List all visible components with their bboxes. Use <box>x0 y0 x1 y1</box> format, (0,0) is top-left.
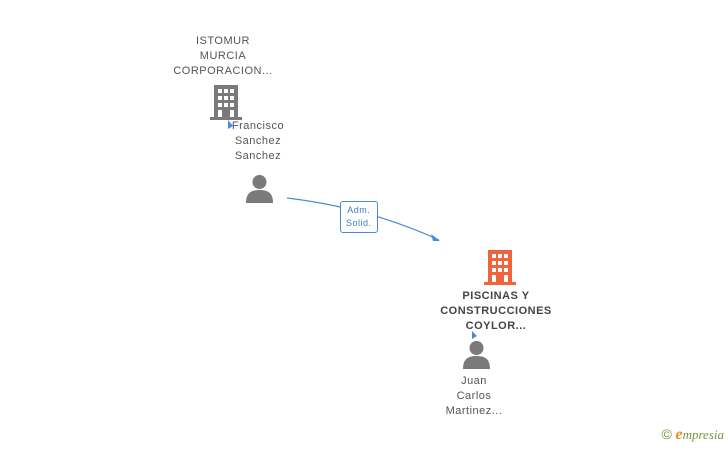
brand-name: mpresia <box>682 427 724 442</box>
label-line: ISTOMUR <box>195 35 251 47</box>
label-line: MURCIA <box>199 50 247 62</box>
label-line: Juan <box>461 375 487 387</box>
edge-arrowhead <box>431 234 440 241</box>
edge-label-line: Adm. <box>347 205 371 215</box>
brand-logo[interactable]: © empresia <box>662 426 724 444</box>
edge-arrowhead-piscinas <box>472 331 477 339</box>
label-line: CONSTRUCCIONES <box>440 305 552 317</box>
label-line: PISCINAS Y <box>462 290 530 302</box>
label-line: Carlos <box>456 390 492 402</box>
brand-initial: e <box>675 426 683 443</box>
edge-label-adm-solid[interactable]: Adm. Solid. <box>340 201 378 233</box>
label-line: Martinez... <box>445 405 503 417</box>
node-label-juan[interactable]: Juan Carlos Martinez... <box>434 374 514 419</box>
person-icon[interactable] <box>462 340 491 369</box>
node-label-istomur[interactable]: ISTOMUR MURCIA CORPORACION... <box>168 34 278 79</box>
copyright-icon: © <box>661 426 672 442</box>
label-line: Sanchez <box>234 150 282 162</box>
label-line: Francisco <box>231 120 285 132</box>
edge-arrowhead-istomur <box>228 120 233 129</box>
node-label-francisco[interactable]: Francisco Sanchez Sanchez <box>218 119 298 164</box>
person-icon[interactable] <box>245 174 274 203</box>
label-line: CORPORACION... <box>173 65 273 77</box>
building-icon[interactable] <box>209 84 243 120</box>
label-line: COYLOR... <box>465 320 527 332</box>
building-icon-highlight[interactable] <box>483 249 517 285</box>
label-line: Sanchez <box>234 135 282 147</box>
edge-label-line: Solid. <box>346 218 372 228</box>
node-label-piscinas[interactable]: PISCINAS Y CONSTRUCCIONES COYLOR... <box>426 289 566 334</box>
